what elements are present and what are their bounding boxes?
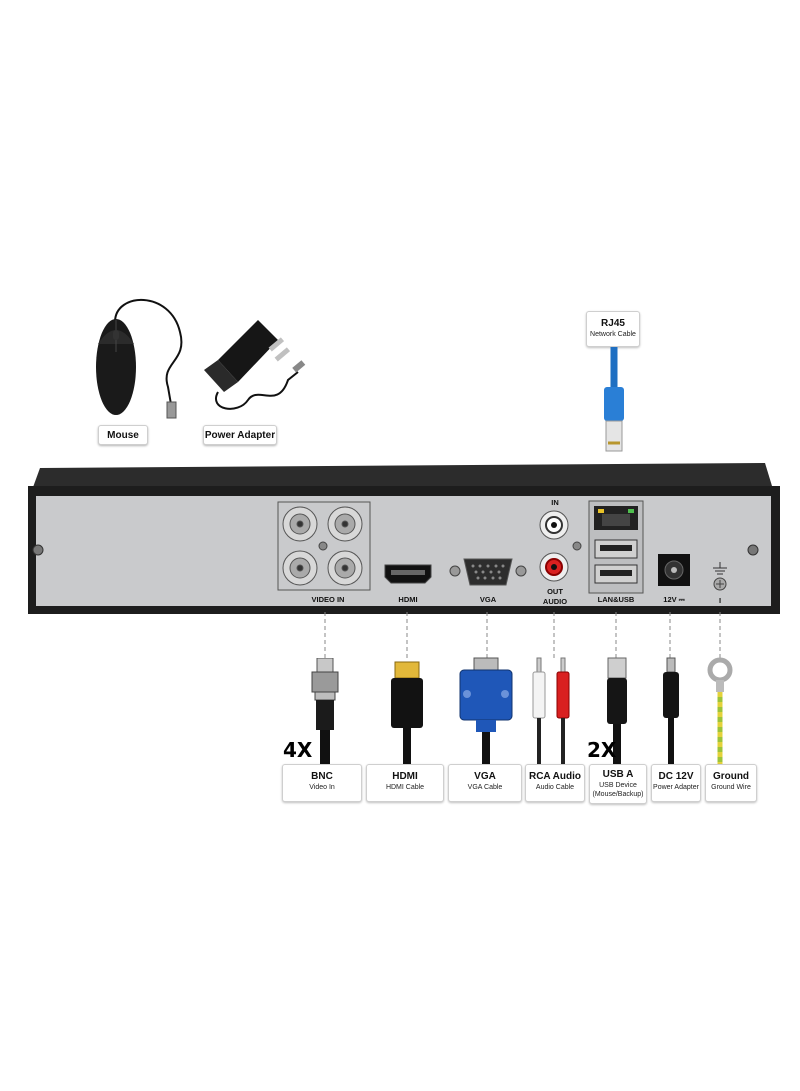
dc-power-port <box>658 554 690 586</box>
hdmi-title: HDMI <box>392 771 418 782</box>
rj45-label: RJ45 Network Cable <box>586 311 640 347</box>
rj45-title: RJ45 <box>601 318 625 329</box>
usb-a-title: USB A <box>602 769 634 780</box>
lan-usb-label: LAN&USB <box>597 595 635 604</box>
usb-cable-image <box>607 657 627 766</box>
audio-out-label: OUT <box>547 587 563 596</box>
leader-lines <box>324 612 721 658</box>
rca-audio-title: RCA Audio <box>528 771 582 782</box>
power-adapter-image <box>204 320 306 410</box>
hdmi-panel-label: HDMI <box>398 595 418 604</box>
ground-terminal <box>713 562 727 591</box>
hdmi-label: HDMI HDMI Cable <box>366 764 444 802</box>
bnc-cable-image <box>311 658 339 764</box>
bnc-label: BNC Video In <box>282 764 362 802</box>
bnc-multiplier: 4X <box>283 738 313 762</box>
bnc-ports <box>282 506 363 586</box>
ground-panel-label: I <box>718 596 722 605</box>
hdmi-port <box>384 564 432 584</box>
vga-label: VGA VGA Cable <box>448 764 522 802</box>
ground-wire-image <box>707 657 733 766</box>
vga-title: VGA <box>474 771 496 782</box>
vga-port <box>449 558 527 586</box>
usb-a-label: USB A USB Device (Mouse/Backup) <box>589 764 647 804</box>
dc-12v-label: DC 12V Power Adapter <box>651 764 701 802</box>
ground-label: Ground Ground Wire <box>705 764 757 802</box>
dvr-rear-panel <box>28 463 780 614</box>
power-panel-label: 12V ⎓ <box>663 595 685 604</box>
audio-label: AUDIO <box>542 597 568 606</box>
hdmi-cable-image <box>391 661 423 766</box>
bnc-title: BNC <box>311 771 333 782</box>
dc-cable-image <box>663 657 679 766</box>
hdmi-subtitle: HDMI Cable <box>385 784 425 791</box>
vga-subtitle: VGA Cable <box>467 784 503 791</box>
dc-12v-title: DC 12V <box>658 771 694 782</box>
rca-audio-subtitle: Audio Cable <box>535 784 575 791</box>
video-in-label: VIDEO IN <box>311 595 345 604</box>
dc-12v-subtitle: Power Adapter <box>653 784 699 791</box>
rj45-subtitle: Network Cable <box>590 331 636 338</box>
vga-panel-label: VGA <box>479 595 497 604</box>
audio-ports <box>539 510 582 582</box>
rca-audio-label: RCA Audio Audio Cable <box>525 764 585 802</box>
mouse-image <box>96 299 183 419</box>
power-adapter-label: Power Adapter <box>203 425 277 445</box>
rca-cable-image <box>532 657 570 766</box>
vga-cable-image <box>459 657 513 766</box>
audio-in-label: IN <box>551 498 559 507</box>
rj45-cable-image <box>604 347 624 452</box>
ground-subtitle: Ground Wire <box>711 784 751 791</box>
bnc-subtitle: Video In <box>309 784 335 791</box>
usb-a-subtitle: USB Device (Mouse/Backup) <box>592 782 644 798</box>
ground-title: Ground <box>712 771 750 782</box>
mouse-label: Mouse <box>98 425 148 445</box>
usb-multiplier: 2X <box>587 738 617 762</box>
lan-usb-ports <box>588 500 644 594</box>
